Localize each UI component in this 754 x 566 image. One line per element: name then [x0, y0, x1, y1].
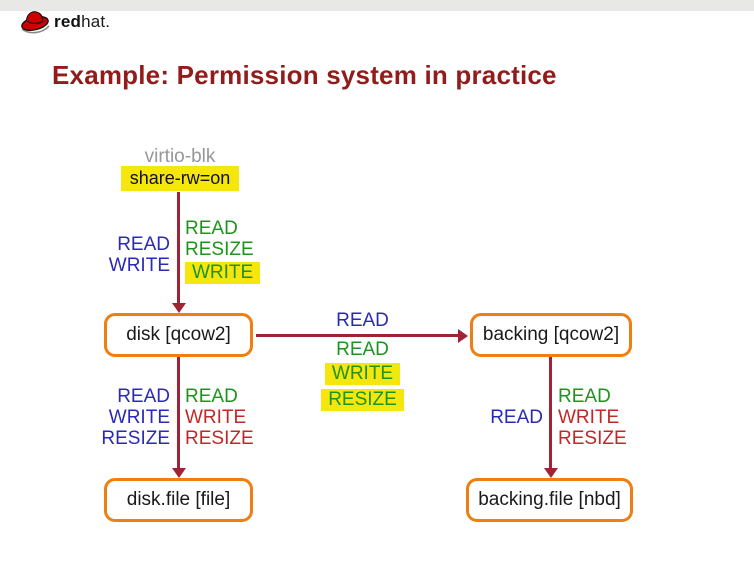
backing-file-perms-left: READ: [490, 408, 543, 428]
logo-word-hat: hat: [81, 12, 106, 31]
node-backing-file: backing.file [nbd]: [466, 478, 633, 522]
arrowhead-disk-to-disk-file: [171, 468, 186, 478]
perm-label-read: READ: [117, 386, 170, 407]
arrowhead-disk-to-backing: [458, 328, 468, 343]
logo-word-red: red: [54, 12, 82, 31]
perm-label-read: READ: [336, 310, 389, 331]
perm-label-read: READ: [117, 234, 170, 255]
perm-label-write: WRITE: [558, 407, 620, 428]
arrow-virtio-to-disk: [177, 192, 180, 304]
redhat-logo-text: redhat.: [54, 12, 110, 32]
top-bar: [0, 0, 754, 11]
perm-label-write: WRITE: [185, 262, 261, 284]
redhat-fedora-icon: [21, 11, 50, 34]
disk-backing-perms-below: READ WRITE RESIZE: [300, 340, 425, 412]
share-rw-option: share-rw=on: [121, 166, 239, 191]
node-backing: backing [qcow2]: [470, 313, 632, 357]
perm-label-read: READ: [490, 407, 543, 428]
node-disk: disk [qcow2]: [104, 313, 253, 357]
arrowhead-virtio-to-disk: [171, 303, 186, 313]
logo-dot: .: [105, 12, 111, 31]
perm-label-write: WRITE: [185, 407, 247, 428]
perm-label-resize: RESIZE: [185, 428, 254, 449]
arrowhead-backing-to-backing-file: [543, 468, 558, 478]
perm-label-resize: RESIZE: [321, 389, 404, 411]
node-disk-file: disk.file [file]: [104, 478, 253, 522]
virtio-blk-label: virtio-blk: [144, 146, 216, 167]
perm-label-resize: RESIZE: [101, 428, 170, 449]
perm-label-resize: RESIZE: [558, 428, 627, 449]
arrow-disk-to-disk-file: [177, 357, 180, 469]
arrow-disk-to-backing: [256, 334, 459, 337]
arrow-backing-to-backing-file: [549, 357, 552, 469]
perm-label-resize: RESIZE: [185, 239, 254, 260]
perm-label-read: READ: [185, 386, 238, 407]
perm-label-read: READ: [336, 339, 389, 360]
perm-label-write: WRITE: [108, 407, 170, 428]
perm-label-write: WRITE: [324, 363, 401, 385]
perm-label-write: WRITE: [108, 255, 170, 276]
disk-backing-perms-above: READ: [300, 311, 425, 331]
perm-label-read: READ: [185, 218, 238, 239]
perm-label-read: READ: [558, 386, 611, 407]
redhat-logo: redhat.: [18, 8, 110, 36]
slide-title: Example: Permission system in practice: [52, 60, 557, 90]
